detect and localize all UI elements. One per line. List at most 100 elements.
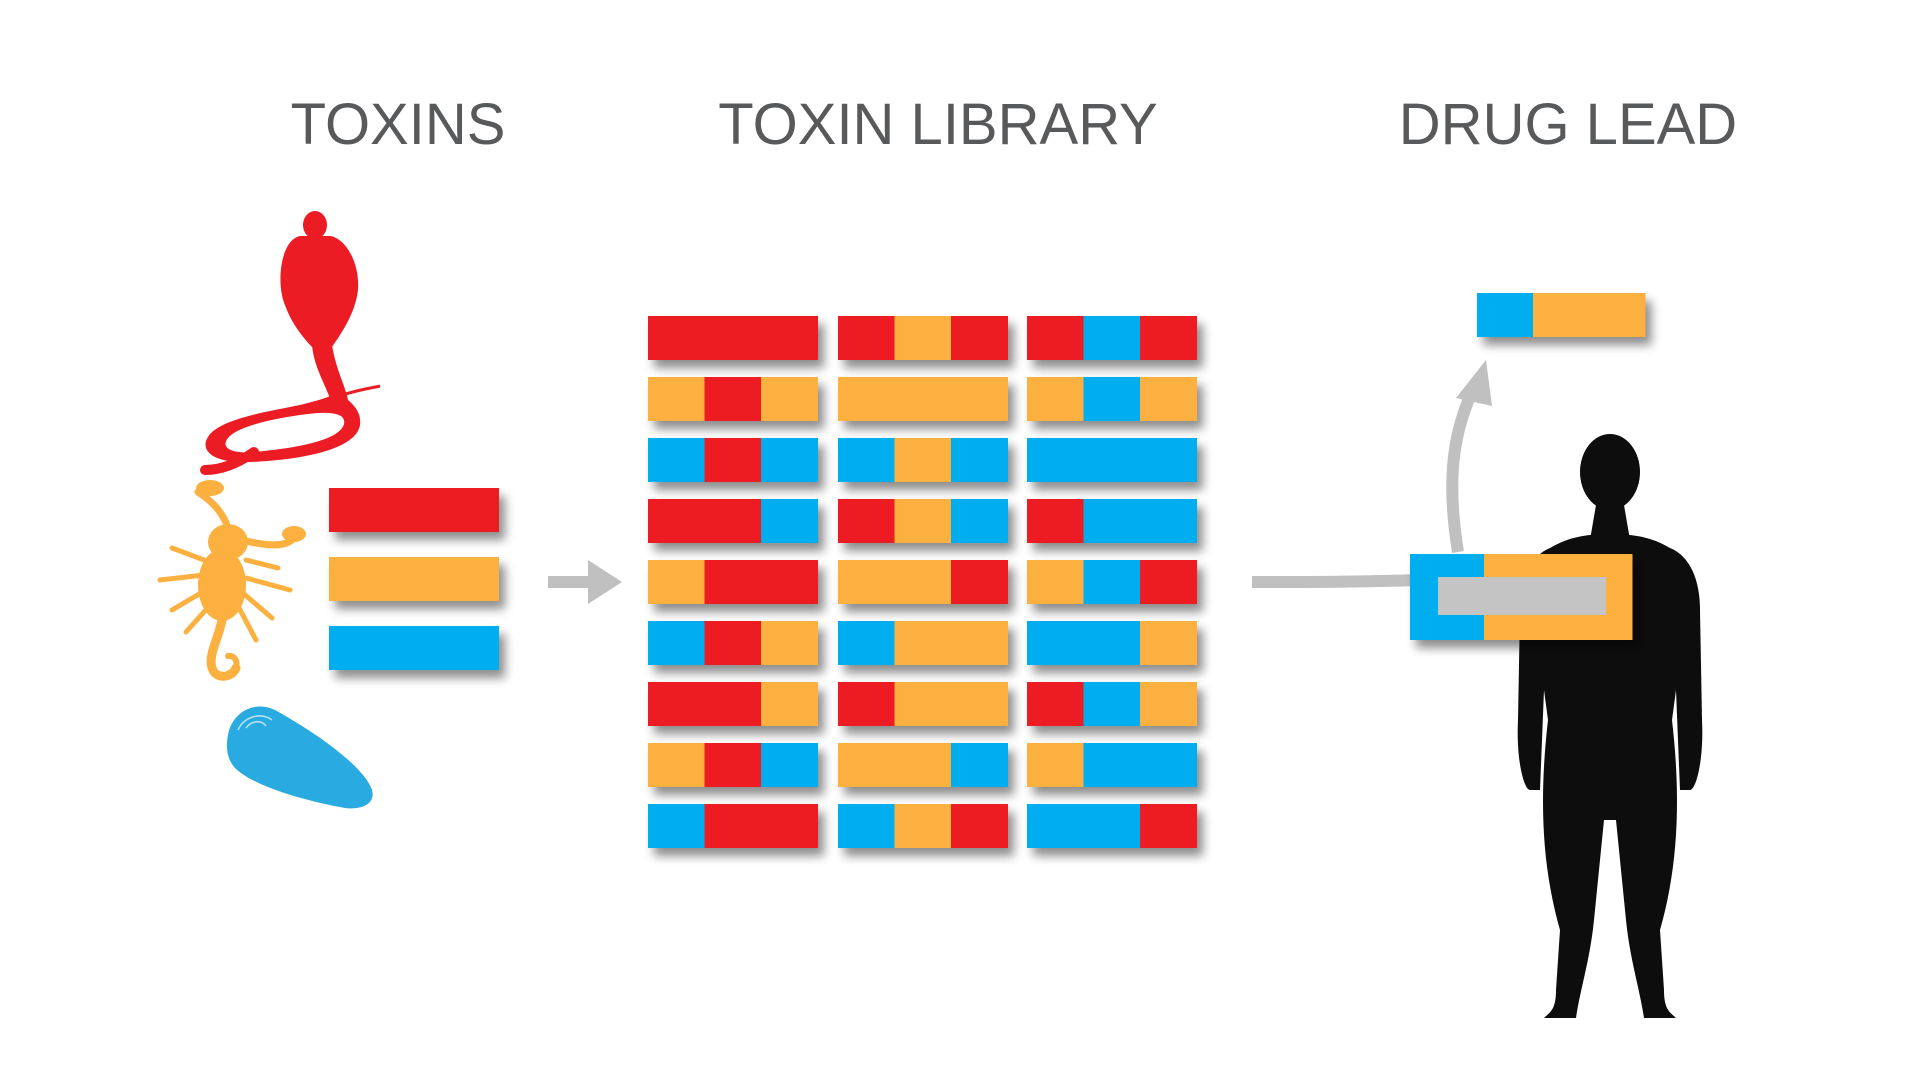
- library-toxin-bar: [648, 560, 818, 604]
- segment-orange: [648, 743, 705, 787]
- source-toxin-bars: [329, 488, 499, 670]
- segment-red: [838, 316, 895, 360]
- segment-orange: [951, 621, 1008, 665]
- library-toxin-bar: [1027, 499, 1197, 543]
- segment-orange: [894, 560, 952, 604]
- segment-orange: [385, 557, 443, 601]
- segment-blue: [648, 804, 705, 848]
- segment-orange: [894, 682, 952, 726]
- segment-blue: [1083, 682, 1141, 726]
- segment-red: [648, 682, 705, 726]
- segment-blue: [761, 499, 818, 543]
- segment-orange: [894, 743, 952, 787]
- segment-orange: [951, 377, 1008, 421]
- segment-blue: [1083, 377, 1141, 421]
- arrow-to-drug-lead: [1446, 360, 1492, 553]
- segment-red: [1027, 499, 1084, 543]
- segment-red: [704, 621, 762, 665]
- segment-orange: [329, 557, 386, 601]
- segment-blue: [1477, 293, 1534, 337]
- segment-orange: [648, 377, 705, 421]
- segment-orange: [1589, 293, 1646, 337]
- segment-blue: [951, 499, 1008, 543]
- segment-orange: [894, 499, 952, 543]
- segment-orange: [894, 438, 952, 482]
- source-toxin-bar: [329, 488, 499, 532]
- arrow-to-library: [548, 560, 622, 604]
- segment-orange: [761, 682, 818, 726]
- segment-red: [1140, 316, 1197, 360]
- segment-blue: [1027, 804, 1084, 848]
- segment-red: [704, 377, 762, 421]
- segment-orange: [1140, 621, 1197, 665]
- segment-blue: [1083, 316, 1141, 360]
- segment-blue: [1140, 499, 1197, 543]
- segment-blue: [1140, 743, 1197, 787]
- segment-orange: [1027, 377, 1084, 421]
- library-toxin-bar: [1027, 682, 1197, 726]
- segment-blue: [1140, 438, 1197, 482]
- library-toxin-bar: [1027, 560, 1197, 604]
- library-toxin-bar: [648, 438, 818, 482]
- library-toxin-bar: [1027, 621, 1197, 665]
- segment-red: [1027, 682, 1084, 726]
- segment-blue: [1083, 804, 1141, 848]
- segment-blue: [1083, 438, 1141, 482]
- scorpion-icon: [157, 480, 306, 681]
- segment-orange: [894, 377, 952, 421]
- library-toxin-bar: [1027, 743, 1197, 787]
- segment-red: [1140, 560, 1197, 604]
- segment-red: [951, 316, 1008, 360]
- library-toxin-bar: [1027, 377, 1197, 421]
- segment-red: [1027, 316, 1084, 360]
- human-silhouette-icon: [1517, 434, 1703, 1018]
- segment-blue: [648, 621, 705, 665]
- segment-red: [329, 488, 386, 532]
- library-toxin-bar: [1027, 438, 1197, 482]
- cone-snail-icon: [226, 706, 373, 809]
- segment-blue: [1083, 499, 1141, 543]
- segment-orange: [1140, 377, 1197, 421]
- segment-orange: [442, 557, 499, 601]
- segment-orange: [761, 377, 818, 421]
- segment-blue: [329, 626, 386, 670]
- segment-orange: [1140, 682, 1197, 726]
- segment-blue: [648, 438, 705, 482]
- library-toxin-bar: [1027, 804, 1197, 848]
- library-toxin-bar: [838, 499, 1008, 543]
- segment-red: [1140, 804, 1197, 848]
- library-toxin-bar: [648, 499, 818, 543]
- segment-blue: [442, 626, 499, 670]
- segment-red: [704, 316, 762, 360]
- bound-toxin-ring: [1410, 554, 1633, 640]
- stage-title-toxins: TOXINS: [291, 92, 506, 157]
- segment-red: [648, 316, 705, 360]
- segment-red: [442, 488, 499, 532]
- library-toxin-bar: [838, 438, 1008, 482]
- segment-blue: [838, 804, 895, 848]
- arrow-to-target: [1251, 574, 1421, 588]
- segment-orange: [1027, 743, 1084, 787]
- segment-red: [704, 499, 762, 543]
- segment-blue: [1083, 743, 1141, 787]
- library-toxin-bar: [838, 560, 1008, 604]
- segment-blue: [385, 626, 443, 670]
- segment-orange: [838, 377, 895, 421]
- segment-red: [761, 560, 818, 604]
- segment-red: [838, 682, 895, 726]
- source-toxin-bar: [329, 626, 499, 670]
- library-toxin-bar: [838, 743, 1008, 787]
- library-toxin-bar: [838, 621, 1008, 665]
- library-toxin-bar: [648, 804, 818, 848]
- segment-orange: [761, 621, 818, 665]
- library-toxin-bar: [1027, 316, 1197, 360]
- drug-lead-bar: [1477, 293, 1646, 337]
- segment-red: [704, 743, 762, 787]
- library-toxin-bar: [838, 682, 1008, 726]
- segment-blue: [838, 621, 895, 665]
- segment-blue: [761, 438, 818, 482]
- segment-blue: [951, 438, 1008, 482]
- segment-blue: [1083, 560, 1141, 604]
- library-toxin-bar: [648, 743, 818, 787]
